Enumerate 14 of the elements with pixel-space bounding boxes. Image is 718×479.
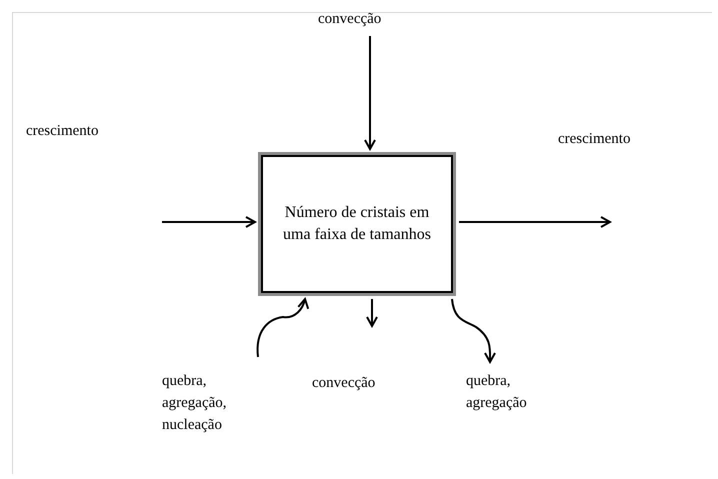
arrow [366, 299, 378, 327]
flow-label: crescimento [26, 122, 98, 141]
flow-label: quebra, agregação [466, 362, 562, 414]
arrow [459, 216, 611, 228]
flow-label: convecção [318, 8, 422, 30]
flow-label: quebra, agregação, nucleação [162, 356, 258, 436]
process-box [258, 152, 456, 296]
arrow [162, 216, 256, 228]
arrow [256, 298, 309, 358]
arrow [364, 36, 376, 150]
flow-label: crescimento [558, 128, 670, 226]
box-text: Número de cristais em uma faixa de tamanhos [282, 203, 432, 245]
flow-label: convecção [312, 374, 376, 393]
arrow [451, 298, 496, 363]
